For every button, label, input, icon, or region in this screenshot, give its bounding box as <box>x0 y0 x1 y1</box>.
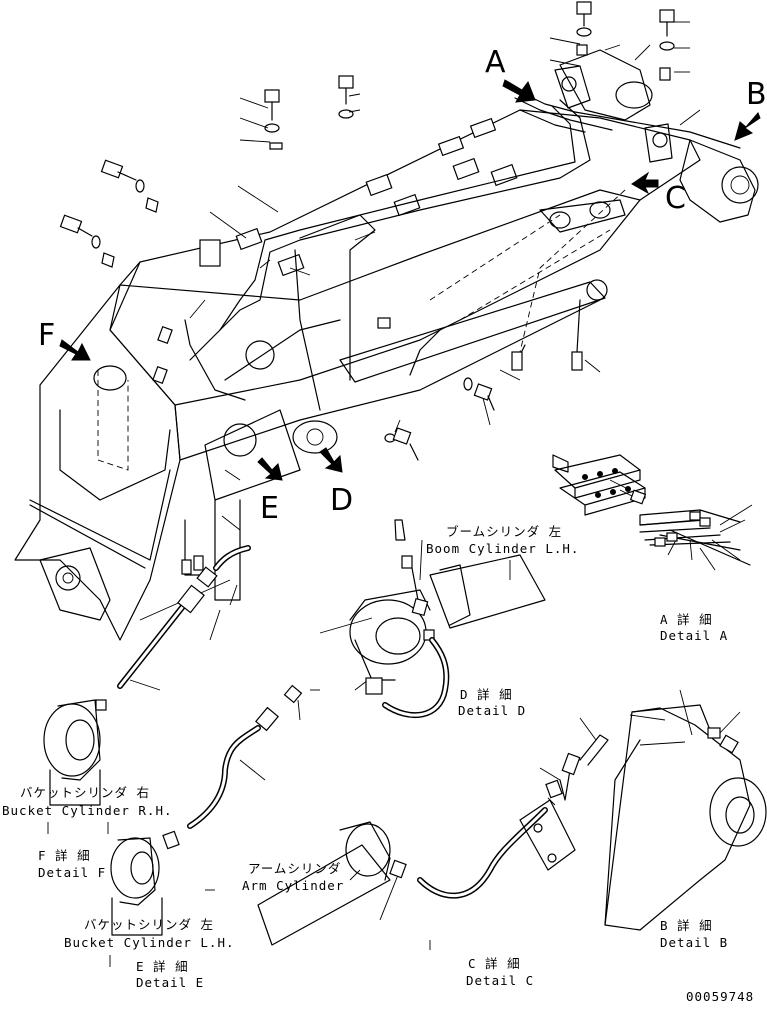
callout-b-label: B <box>746 77 767 112</box>
detail-d-jp: D 詳 細 <box>460 687 513 702</box>
cyl-rod-end <box>539 199 626 233</box>
bucket-cyl-lh-en: Bucket Cylinder L.H. <box>64 935 235 950</box>
bucket-cyl-rh-jp: バケットシリンダ 右 <box>20 785 150 800</box>
boss-2 <box>223 423 257 457</box>
top-lug-2 <box>644 123 673 163</box>
detail-e-jp: E 詳 細 <box>136 959 189 974</box>
arrow-f-icon <box>59 339 91 361</box>
boom-cylinder-jp: ブームシリンダ 左 <box>446 524 562 539</box>
arm-body <box>14 284 181 641</box>
small-block-2 <box>193 555 204 571</box>
detail-b-jp: B 詳 細 <box>660 918 713 933</box>
callout-a-label: A <box>485 45 506 80</box>
hidden-hose-c <box>519 189 626 353</box>
arm-foot-boss <box>55 565 81 591</box>
top-lug-1-hole <box>561 76 577 92</box>
detail-f-jp: F 詳 細 <box>38 848 91 863</box>
callout-d-label: D <box>330 483 353 518</box>
detail-c-drawing <box>257 734 609 946</box>
arm-edge <box>29 469 171 561</box>
boom-foot-plate <box>204 409 301 501</box>
fitting-1 <box>511 351 523 371</box>
fitting-2 <box>571 351 583 371</box>
top-pin-boss <box>615 81 653 109</box>
arm-edge-2 <box>29 504 146 569</box>
clamp-blocks <box>152 117 518 385</box>
arm-cylinder-jp: アームシリンダ <box>248 861 341 876</box>
hose-mid <box>409 329 441 376</box>
cyl-eye-2 <box>549 211 571 229</box>
bucket-cyl-top <box>93 365 127 391</box>
boom-cylinder-en: Boom Cylinder L.H. <box>426 541 579 556</box>
arm-foot-hole <box>62 572 74 584</box>
boom-foot-leg-2 <box>184 519 206 576</box>
boom-nose-pin-hole <box>730 175 750 195</box>
boss-3 <box>292 420 338 454</box>
detail-f-drawing <box>43 545 251 806</box>
detail-c-en: Detail C <box>466 973 534 988</box>
callout-c-label: C <box>665 181 686 216</box>
bucket-cyl-rh-en: Bucket Cylinder R.H. <box>2 803 173 818</box>
top-bracket <box>559 49 651 121</box>
boom-tubes <box>184 91 741 411</box>
detail-a-drawing <box>552 454 751 566</box>
detail-e-drawing <box>110 684 303 936</box>
small-block-1 <box>181 559 192 575</box>
lower-cylinder-eye <box>586 279 608 301</box>
arrow-b-icon <box>734 112 761 141</box>
fitting-stub-2 <box>576 299 581 353</box>
top-lug-1 <box>554 65 591 109</box>
boom-nose <box>679 139 756 223</box>
arm-foot <box>39 547 111 621</box>
boss-3-hole <box>306 428 324 446</box>
bucket-cyl-hidden <box>97 370 129 471</box>
arrow-a-icon <box>502 79 536 103</box>
detail-f-en: Detail F <box>38 865 106 880</box>
arrow-c-icon <box>631 171 659 195</box>
detail-b-en: Detail B <box>660 935 728 950</box>
detail-d-drawing <box>349 519 546 719</box>
boss-1 <box>245 340 275 370</box>
callout-f-label: F <box>38 318 55 353</box>
boom-assembly <box>14 49 759 641</box>
detail-b-drawing <box>604 704 767 931</box>
drawing-number: 00059748 <box>686 989 754 1004</box>
cyl-body-hidden-2 <box>459 229 611 321</box>
detail-c-jp: C 詳 細 <box>468 956 521 971</box>
detail-d-en: Detail D <box>458 703 526 718</box>
cyl-body-hidden-1 <box>429 214 561 301</box>
lower-cylinder <box>339 281 606 383</box>
arrow-d-icon <box>319 447 343 473</box>
detail-a-jp: A 詳 細 <box>660 612 713 627</box>
leader-lines <box>129 21 753 950</box>
bracket-plate <box>199 239 221 267</box>
callout-arrows <box>59 79 761 481</box>
boom-nose-pin-boss <box>721 166 759 204</box>
bucket-rh-ticks <box>47 822 109 834</box>
arm-cylinder-en: Arm Cylinder <box>242 878 344 893</box>
bucket-cyl-lh-jp: バケットシリンダ 左 <box>84 917 214 932</box>
callout-e-label: E <box>260 491 279 526</box>
detail-a-en: Detail A <box>660 628 728 643</box>
arrow-e-icon <box>257 457 283 481</box>
top-lug-2-hole <box>652 132 668 148</box>
detail-e-en: Detail E <box>136 975 204 990</box>
cyl-eye <box>589 201 611 219</box>
exploded-fasteners <box>59 1 675 461</box>
arm-bracket <box>59 409 171 501</box>
boom-cyl-leader <box>419 539 511 581</box>
